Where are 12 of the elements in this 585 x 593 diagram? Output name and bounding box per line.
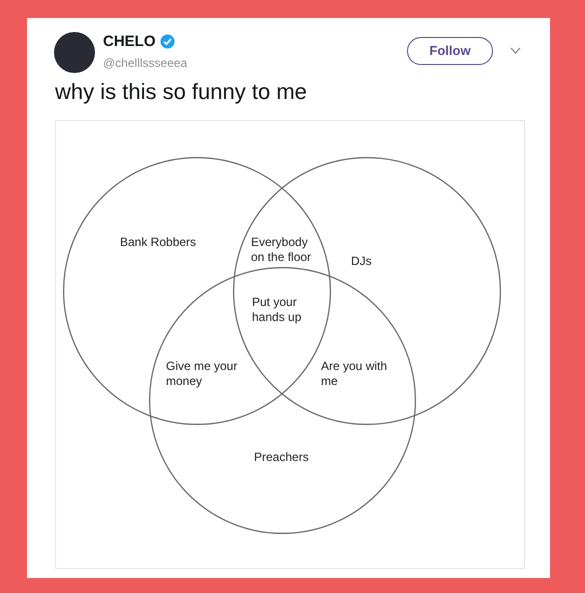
overlap-label: Give me your money: [166, 359, 238, 389]
set-label: Bank Robbers: [120, 235, 196, 250]
venn-circle: [149, 267, 416, 534]
display-name: CHELO: [103, 33, 156, 51]
overlap-label: Are you with me: [321, 359, 388, 389]
user-handle: @chelllssseeea: [103, 56, 188, 71]
set-label: DJs: [351, 254, 372, 269]
set-label: Preachers: [254, 450, 309, 465]
overlap-label: Put your hands up: [252, 295, 302, 325]
tweet-text: why is this so funny to me: [55, 78, 307, 106]
overlap-label: Everybody on the floor: [251, 235, 312, 265]
follow-button: Follow: [407, 37, 493, 65]
